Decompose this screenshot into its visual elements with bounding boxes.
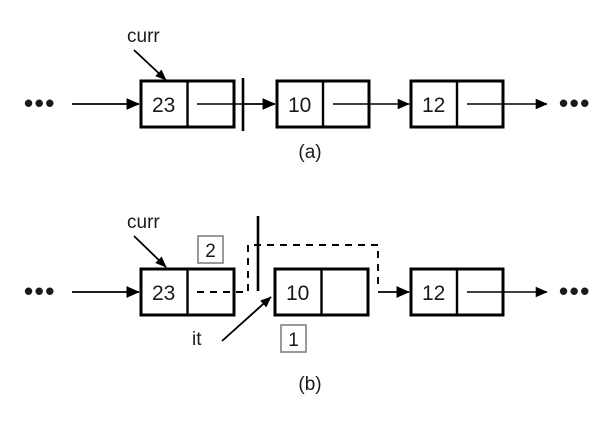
pointer-arrow-curr-b	[133, 235, 167, 268]
step-mark-two-box	[197, 235, 224, 264]
node-a-1-value: 10	[288, 94, 311, 117]
node-b-2-value: 12	[422, 282, 445, 305]
node-a-2-value: 12	[422, 94, 445, 117]
panel-a: ••• 23 10	[24, 26, 591, 163]
pointer-label-it-b: it	[192, 329, 202, 350]
panel-caption-a: (a)	[298, 142, 321, 163]
step-mark-one: 1	[280, 324, 307, 353]
step-mark-one-text: 1	[288, 330, 299, 351]
panel-caption-b: (b)	[298, 374, 321, 395]
node-a-0: 23	[139, 79, 242, 129]
node-a-0-value: 23	[152, 94, 175, 117]
node-b-2: 12	[409, 267, 548, 317]
rerouted-next-pointer-b	[197, 244, 379, 293]
step-mark-two-text: 2	[205, 241, 216, 262]
pointer-arrow-curr-a	[133, 49, 167, 81]
step-mark-two: 2	[197, 235, 224, 264]
node-b-1: 10	[273, 267, 370, 317]
right-ellipsis-b: •••	[559, 276, 591, 306]
node-a-1: 10	[275, 79, 410, 129]
node-b-0: 23	[139, 267, 236, 317]
pointer-label-curr-b: curr	[127, 212, 160, 233]
right-ellipsis-a: •••	[559, 88, 591, 118]
node-b-1-value: 10	[286, 282, 309, 305]
step-mark-one-box	[280, 324, 307, 353]
node-b-0-value: 23	[152, 282, 175, 305]
left-ellipsis-a: •••	[24, 88, 56, 118]
panel-b: ••• 23 10 1	[24, 212, 591, 395]
node-a-2: 12	[409, 79, 548, 129]
pointer-label-curr-a: curr	[127, 26, 160, 47]
left-ellipsis-b: •••	[24, 276, 56, 306]
pointer-arrow-it-b	[221, 296, 272, 342]
